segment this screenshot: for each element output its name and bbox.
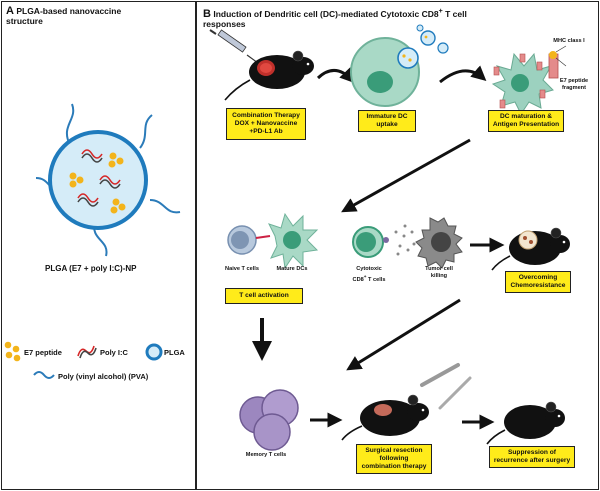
mature-dc-label: Mature DCs bbox=[276, 266, 308, 272]
supp-line2: recurrence after surgery bbox=[493, 457, 571, 464]
box-t-cell-activation: T cell activation bbox=[225, 288, 303, 304]
mouse-icon-suppression bbox=[486, 401, 565, 445]
mature-dc-icon bbox=[491, 45, 567, 115]
combo-line2: DOX + Nanovaccine bbox=[234, 120, 298, 127]
cytotoxic-line2: CD8 bbox=[352, 276, 364, 283]
mouse-icon-surgery bbox=[341, 394, 429, 441]
panel-b-title-line1b: T cell bbox=[442, 8, 467, 19]
tumor-line2: killing bbox=[430, 273, 448, 279]
e7-fragment-line1: E7 peptide bbox=[559, 78, 589, 84]
tumor-cell-icon bbox=[415, 217, 463, 269]
box-dc-maturation: DC maturation &Antigen Presentation bbox=[488, 110, 564, 132]
over-line2: Chemoresistance bbox=[510, 282, 566, 289]
surg-line1: Surgical resection bbox=[365, 447, 423, 454]
panel-a-title-line1: PLGA-based nanovaccine bbox=[16, 6, 122, 16]
memory-t-label: Memory T cells bbox=[245, 452, 287, 458]
combo-line3: +PD-L1 Ab bbox=[249, 128, 283, 135]
legend-polyic-icon bbox=[77, 345, 97, 359]
mouse-icon-combination bbox=[224, 50, 314, 101]
mhc-label: MHC class I bbox=[553, 38, 585, 44]
naive-t-label: Naive T cells bbox=[225, 266, 259, 272]
legend-e7-dots-icon bbox=[4, 341, 21, 362]
immature-dc-icon bbox=[350, 24, 449, 107]
legend-polyic-label: Poly I:C bbox=[100, 348, 128, 357]
panel-b-title-sup: + bbox=[438, 7, 443, 15]
panel-a bbox=[1, 1, 196, 490]
memory-t-cells-icon bbox=[239, 389, 299, 451]
legend-plga-label: PLGA bbox=[164, 348, 185, 357]
supp-line1: Suppression of bbox=[507, 449, 556, 456]
legend-plga-icon bbox=[145, 343, 163, 361]
immature-line1: Immature DC bbox=[366, 113, 408, 120]
tumor-line1: Tumor cell bbox=[425, 266, 453, 272]
dcmat-line2: Antigen Presentation bbox=[492, 121, 560, 128]
cytotoxic-sup: + bbox=[363, 274, 367, 279]
cytotoxic-t-cell-icon bbox=[352, 226, 389, 258]
dcmat-line1: DC maturation & bbox=[499, 113, 553, 120]
naive-t-cell-icon bbox=[227, 225, 271, 255]
panel-b-letter: B bbox=[203, 7, 211, 20]
e7-fragment-line2: fragment bbox=[562, 85, 586, 91]
surg-line2: following bbox=[379, 455, 409, 462]
legend-e7-label: E7 peptide bbox=[24, 348, 62, 357]
nanoparticle-icon bbox=[35, 103, 181, 257]
over-line1: Overcoming bbox=[518, 274, 558, 281]
panel-b-title-line2: responses bbox=[203, 18, 246, 29]
mature-dc-icon-2 bbox=[268, 212, 319, 270]
panel-b-title-line1: Induction of Dendritic cell (DC)-mediate… bbox=[213, 8, 439, 19]
cytotoxic-line2b: T cells bbox=[366, 276, 386, 283]
combo-line1: Combination Therapy bbox=[232, 112, 300, 119]
panel-a-title-line2: structure bbox=[6, 16, 43, 26]
scalpel-icon bbox=[420, 363, 472, 410]
immature-line2: uptake bbox=[376, 121, 398, 128]
surg-line3: combination therapy bbox=[361, 463, 427, 470]
legend-pva-label: Poly (vinyl alcohol) (PVA) bbox=[58, 372, 149, 381]
panel-b-title: B Induction of Dendritic cell (DC)-media… bbox=[203, 6, 595, 29]
panel-a-letter: A bbox=[6, 5, 14, 17]
np-label: PLGA (E7 + poly I:C)-NP bbox=[45, 264, 137, 273]
mouse-icon-chemoresistance bbox=[491, 227, 570, 271]
tact-label: T cell activation bbox=[239, 292, 289, 299]
legend-pva-icon bbox=[33, 371, 55, 379]
panel-a-title: A PLGA-based nanovaccine structure bbox=[6, 5, 191, 27]
granule-dots-icon bbox=[394, 224, 416, 256]
syringe-icon bbox=[209, 29, 259, 64]
cytotoxic-line1: Cytotoxic bbox=[356, 266, 382, 272]
